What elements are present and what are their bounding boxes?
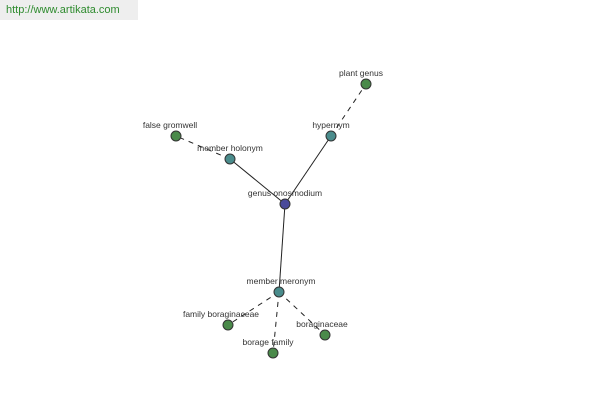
node-label-member-meronym[interactable]: member meronym [247,276,316,286]
node-member-meronym[interactable] [273,286,285,298]
node-member-holonym[interactable] [224,153,236,165]
node-genus-onosmodium[interactable] [279,198,291,210]
node-label-borage-family[interactable]: borage family [242,337,294,347]
url-bar: http://www.artikata.com [0,0,138,20]
node-label-hypernym[interactable]: hypernym [312,120,349,130]
edge-center-member-holonym [229,158,286,205]
node-borage-family[interactable] [267,347,279,359]
graph-edges [175,83,367,354]
node-label-genus-onosmodium[interactable]: genus onosmodium [248,188,322,198]
node-label-member-holonym[interactable]: member holonym [197,143,263,153]
node-hypernym[interactable] [325,130,337,142]
edge-center-hypernym [284,135,332,205]
node-plant-genus[interactable] [360,78,372,90]
edge-member-meronym-boraginaceae [278,291,326,336]
node-family-boraginaceae[interactable] [222,319,234,331]
node-label-false-gromwell[interactable]: false gromwell [143,120,197,130]
node-boraginaceae[interactable] [319,329,331,341]
node-label-boraginaceae[interactable]: boraginaceae [296,319,348,329]
node-label-family-boraginaceae[interactable]: family boraginaceae [183,309,259,319]
node-label-plant-genus[interactable]: plant genus [339,68,383,78]
edge-member-meronym-borage-family [272,291,280,354]
edge-center-member-meronym [278,203,286,293]
node-false-gromwell[interactable] [170,130,182,142]
graph-nodes [170,78,372,359]
edge-member-meronym-family-boraginaceae [227,291,280,326]
graph-labels: genus onosmodium member holonym false grom… [143,68,383,347]
site-url-link[interactable]: http://www.artikata.com [6,4,120,16]
edge-hypernym-plant-genus [330,83,367,137]
